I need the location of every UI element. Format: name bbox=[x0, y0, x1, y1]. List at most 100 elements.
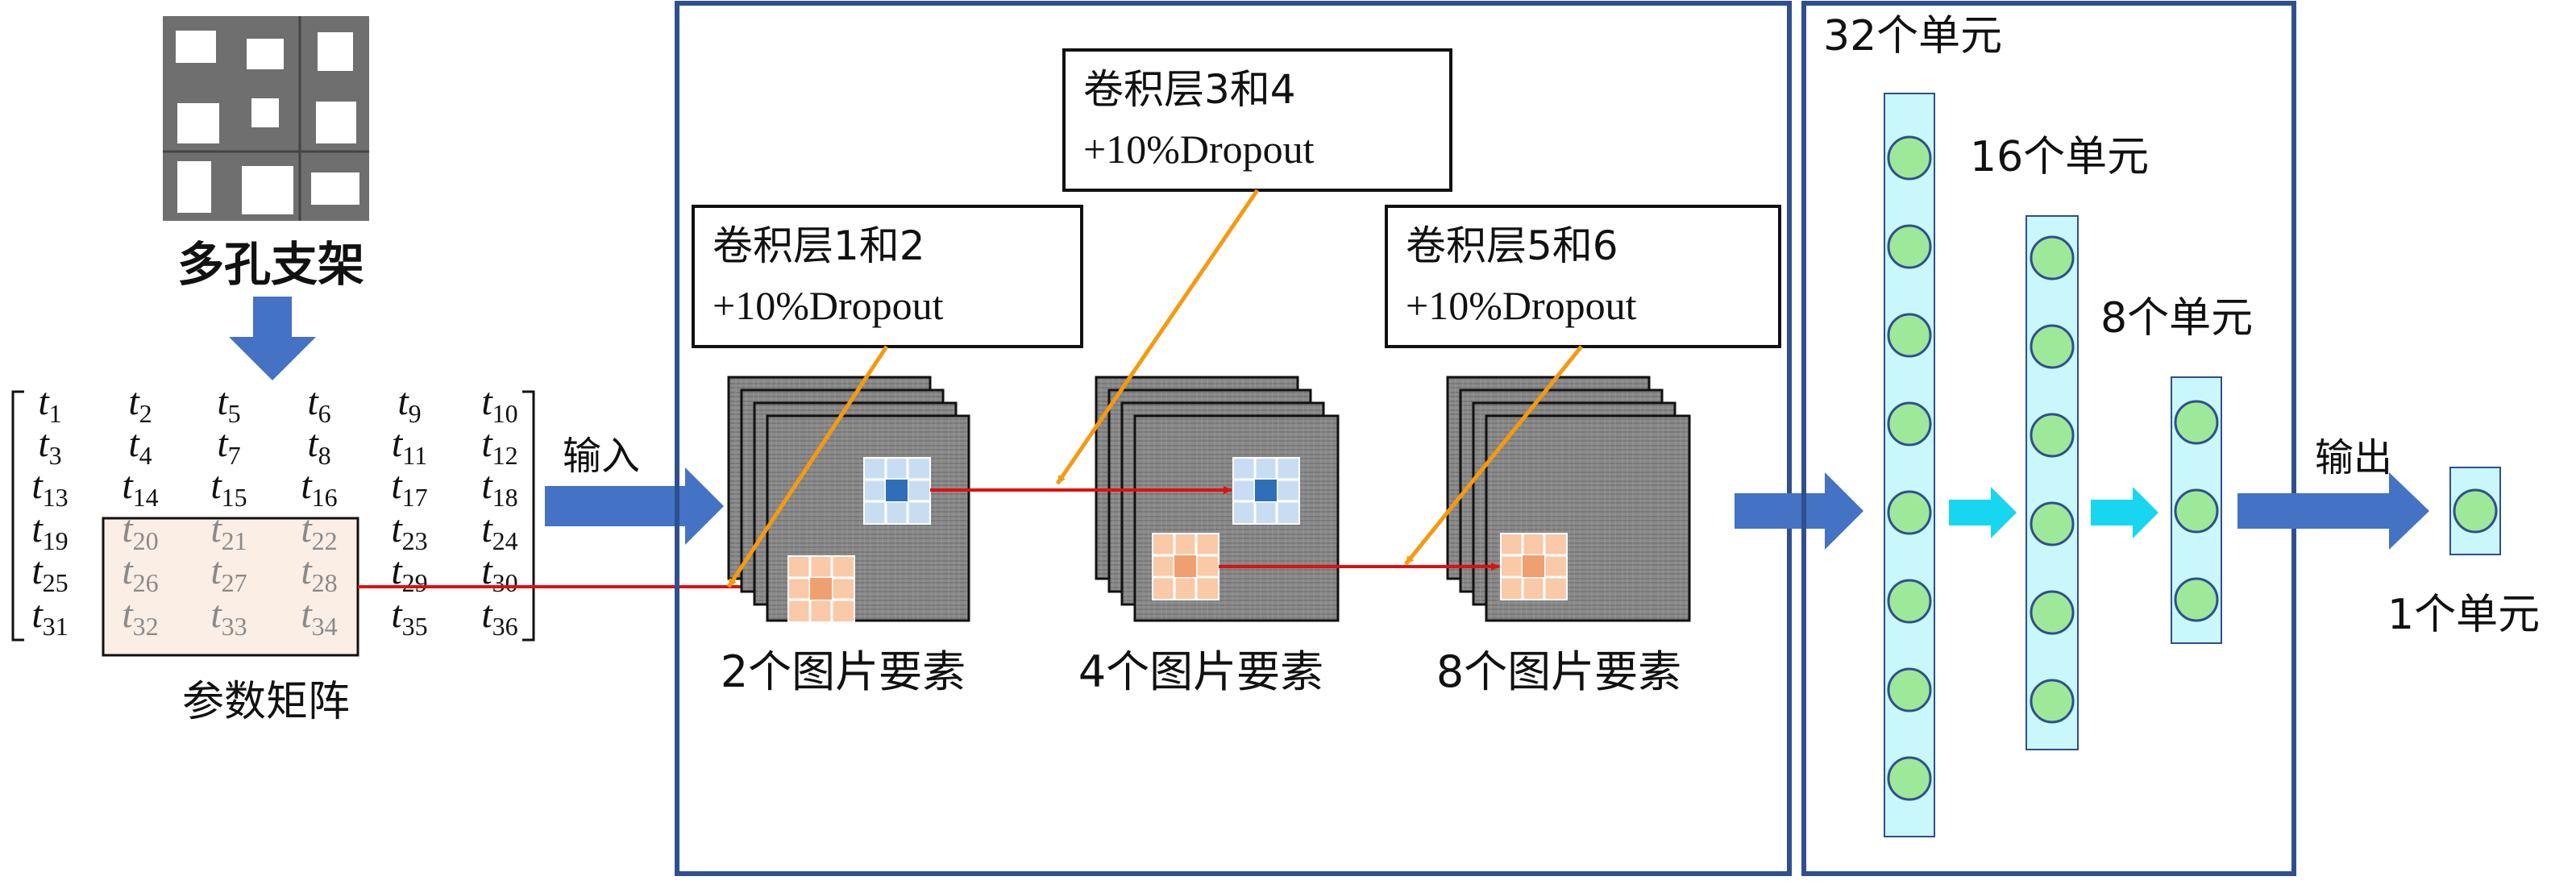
matrix-cell: t34 bbox=[301, 593, 337, 641]
neuron bbox=[2030, 590, 2075, 635]
layer-column bbox=[1884, 93, 1935, 837]
neuron bbox=[1887, 224, 1932, 269]
matrix-cell: t10 bbox=[481, 380, 517, 428]
matrix-cell: t4 bbox=[128, 422, 152, 470]
conv-3-subtitle: +10%Dropout bbox=[1406, 283, 1637, 328]
input-label: 输入 bbox=[563, 434, 640, 479]
down-arrow-icon bbox=[229, 297, 316, 380]
neuron bbox=[1887, 401, 1932, 446]
layer-16-label: 16个单元 bbox=[1970, 133, 2149, 181]
matrix-cell: t2 bbox=[128, 380, 152, 428]
orange-patch bbox=[787, 555, 855, 623]
matrix-cell: t35 bbox=[391, 593, 427, 641]
neuron bbox=[2030, 324, 2075, 369]
matrix-cell: t7 bbox=[217, 422, 240, 470]
pointer-line-3 bbox=[1404, 345, 1583, 566]
pointer-line-2 bbox=[1055, 189, 1260, 485]
matrix-highlight-box bbox=[102, 517, 359, 657]
pointer-line-1 bbox=[726, 345, 889, 588]
conv-box-1 bbox=[692, 205, 1083, 348]
blue-patch bbox=[1232, 457, 1300, 525]
dense-layer-8: 8个单元 bbox=[2100, 294, 2253, 644]
neuron bbox=[2453, 488, 2498, 534]
matrix-cell: t8 bbox=[307, 422, 330, 470]
matrix-bracket-left bbox=[11, 390, 24, 642]
dense-panel bbox=[1801, 1, 2296, 876]
neuron bbox=[2174, 577, 2219, 622]
cyan-arrow-icon bbox=[1949, 487, 2017, 538]
orange-patch bbox=[1152, 533, 1219, 600]
conv-block-2: 卷积层3和4 +10%Dropout 4个图片要素 bbox=[1062, 48, 1452, 697]
matrix-cell: t25 bbox=[31, 550, 68, 597]
conv-box-2 bbox=[1062, 48, 1452, 192]
matrix-cell: t5 bbox=[217, 380, 240, 428]
dense-layer-32: 32个单元 bbox=[1823, 12, 2002, 837]
matrix-cell: t19 bbox=[31, 508, 68, 555]
conv-3-feature-label: 8个图片要素 bbox=[1436, 646, 1681, 697]
layer-32-label: 32个单元 bbox=[1823, 12, 2002, 60]
matrix-cell: t17 bbox=[391, 464, 427, 512]
neuron bbox=[1887, 135, 1932, 181]
conv-2-subtitle: +10%Dropout bbox=[1083, 127, 1315, 172]
matrix-bracket-right bbox=[522, 390, 535, 642]
matrix-cell: t20 bbox=[122, 508, 158, 555]
matrix-cell: t3 bbox=[38, 422, 61, 470]
porous-scaffold: 多孔支架 bbox=[163, 16, 369, 292]
conv-1-title: 卷积层1和2 bbox=[713, 222, 925, 269]
layer-1-label: 1个单元 bbox=[2387, 591, 2540, 639]
neuron bbox=[2030, 413, 2075, 458]
neuron bbox=[2030, 235, 2075, 280]
matrix-cell: t12 bbox=[481, 422, 517, 470]
matrix-cell: t1 bbox=[38, 380, 61, 428]
conv-3-title: 卷积层5和6 bbox=[1406, 222, 1618, 269]
matrix-cell: t6 bbox=[307, 380, 330, 428]
matrix-cell: t21 bbox=[210, 508, 247, 555]
matrix-cell: t36 bbox=[481, 593, 517, 641]
layer-8-label: 8个单元 bbox=[2100, 294, 2253, 343]
neuron bbox=[1887, 313, 1932, 358]
neuron bbox=[2030, 501, 2075, 546]
matrix-cell: t28 bbox=[301, 550, 337, 597]
conv-2-feature-label: 4个图片要素 bbox=[1078, 646, 1323, 697]
matrix-cell: t14 bbox=[122, 464, 158, 512]
conv-block-1: 卷积层1和2 +10%Dropout 2个图片要素 bbox=[692, 205, 1083, 697]
matrix-cell: t18 bbox=[481, 464, 517, 512]
matrix-cell: t16 bbox=[301, 464, 337, 512]
matrix-cell: t31 bbox=[31, 593, 68, 641]
output-layer: 1个单元 bbox=[2387, 467, 2540, 639]
conv-1-subtitle: +10%Dropout bbox=[713, 283, 944, 328]
matrix-cell: t9 bbox=[397, 380, 421, 428]
neuron bbox=[1887, 756, 1932, 801]
neuron bbox=[2174, 400, 2219, 445]
neuron bbox=[1887, 579, 1932, 624]
output-arrow-icon bbox=[2237, 472, 2429, 550]
matrix-cell: t11 bbox=[392, 422, 427, 470]
neuron bbox=[2174, 488, 2219, 534]
matrix-cell: t30 bbox=[481, 550, 517, 597]
orange-patch bbox=[1500, 533, 1568, 600]
neuron bbox=[1887, 667, 1932, 712]
conv-1-feature-label: 2个图片要素 bbox=[721, 646, 966, 697]
conv-block-3: 卷积层5和6 +10%Dropout 8个图片要素 bbox=[1385, 205, 1781, 697]
flatten-arrow-icon bbox=[1735, 472, 1863, 550]
conv-2-title: 卷积层3和4 bbox=[1083, 66, 1296, 113]
matrix-cell: t22 bbox=[301, 508, 337, 555]
conv-box-3 bbox=[1385, 205, 1781, 348]
scaffold-label: 多孔支架 bbox=[177, 237, 364, 292]
blue-patch bbox=[863, 457, 931, 525]
neuron bbox=[1887, 490, 1932, 535]
cyan-arrow-icon bbox=[2091, 487, 2158, 538]
matrix-cell: t15 bbox=[210, 464, 247, 512]
dense-layer-16: 16个单元 bbox=[1970, 133, 2149, 750]
neuron bbox=[2030, 679, 2075, 724]
conv-panel bbox=[675, 1, 1792, 876]
matrix-cell: t24 bbox=[481, 508, 517, 555]
input-arrow-icon bbox=[545, 467, 724, 545]
output-label: 输出 bbox=[2315, 435, 2392, 480]
layer-column bbox=[2025, 215, 2079, 750]
matrix-label: 参数矩阵 bbox=[182, 678, 350, 726]
matrix-cell: t23 bbox=[391, 508, 427, 555]
matrix-cell: t13 bbox=[31, 464, 68, 512]
